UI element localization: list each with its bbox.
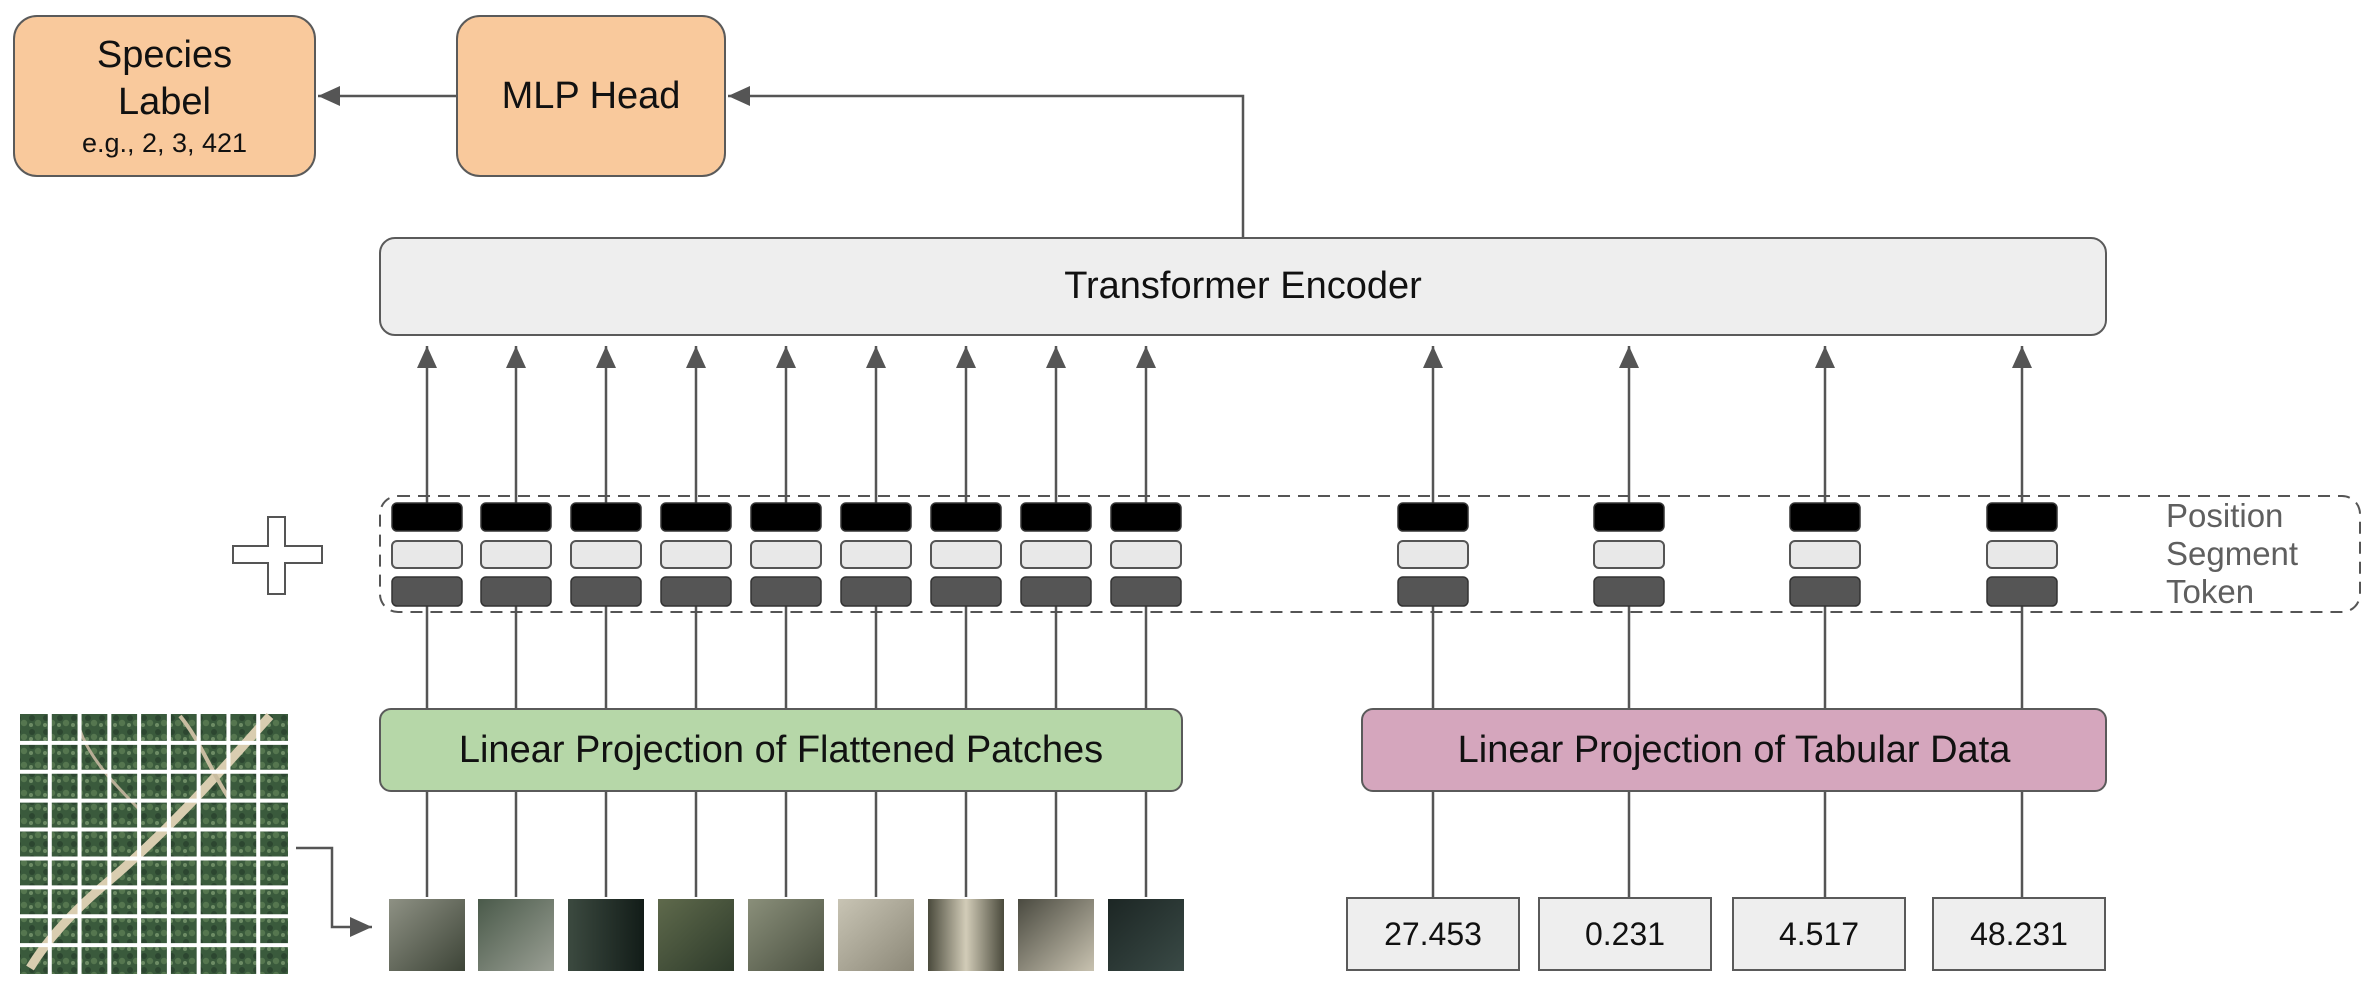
position-embedding bbox=[840, 502, 912, 532]
segment-embedding bbox=[1020, 540, 1092, 569]
tabular-projection-box: Linear Projection of Tabular Data bbox=[1361, 708, 2107, 792]
token-embedding bbox=[1110, 576, 1182, 607]
image-patch bbox=[1108, 899, 1184, 971]
token-embedding bbox=[1789, 576, 1861, 607]
mlp-head-box: MLP Head bbox=[456, 15, 726, 177]
token-embedding bbox=[570, 576, 642, 607]
position-embedding bbox=[480, 502, 552, 532]
tabular-value: 0.231 bbox=[1584, 915, 1666, 952]
image-to-patches-arrow bbox=[296, 846, 372, 937]
token-embedding bbox=[391, 576, 463, 607]
patch-projection-label: Linear Projection of Flattened Patches bbox=[458, 728, 1104, 771]
token-embedding bbox=[840, 576, 912, 607]
image-patch bbox=[928, 899, 1004, 971]
legend-token: Token bbox=[2166, 573, 2255, 610]
mlp-head-label: MLP Head bbox=[501, 74, 681, 117]
position-embedding bbox=[391, 502, 463, 532]
segment-embedding bbox=[1593, 540, 1665, 569]
species-label-title-line2: Label bbox=[118, 81, 211, 124]
position-embedding bbox=[750, 502, 822, 532]
image-patch bbox=[568, 899, 644, 971]
segment-embedding bbox=[660, 540, 732, 569]
position-embedding bbox=[660, 502, 732, 532]
image-patch bbox=[748, 899, 824, 971]
transformer-encoder-label: Transformer Encoder bbox=[1064, 265, 1422, 307]
tabular-value-box: 4.517 bbox=[1732, 897, 1906, 971]
satellite-image bbox=[20, 712, 288, 974]
position-embedding bbox=[570, 502, 642, 532]
segment-embedding bbox=[1110, 540, 1182, 569]
image-patch bbox=[1018, 899, 1094, 971]
token-embedding bbox=[750, 576, 822, 607]
species-label-example: e.g., 2, 3, 421 bbox=[81, 127, 248, 158]
token-embedding bbox=[1593, 576, 1665, 607]
tabular-projection-label: Linear Projection of Tabular Data bbox=[1457, 728, 2011, 771]
image-patch bbox=[838, 899, 914, 971]
position-embedding bbox=[930, 502, 1002, 532]
embedding-group-outline bbox=[379, 495, 2361, 613]
image-patch bbox=[389, 899, 465, 971]
image-patch bbox=[658, 899, 734, 971]
segment-embedding bbox=[1789, 540, 1861, 569]
token-embedding bbox=[1397, 576, 1469, 607]
tabular-value: 48.231 bbox=[1970, 915, 2068, 952]
segment-embedding bbox=[570, 540, 642, 569]
legend-position: Position bbox=[2166, 497, 2284, 534]
segment-embedding bbox=[391, 540, 463, 569]
segment-embedding bbox=[480, 540, 552, 569]
position-embedding bbox=[1397, 502, 1469, 532]
plus-icon bbox=[232, 516, 323, 595]
segment-embedding bbox=[840, 540, 912, 569]
species-label-title-line1: Species bbox=[96, 33, 233, 76]
tabular-value-box: 0.231 bbox=[1538, 897, 1712, 971]
segment-embedding bbox=[1986, 540, 2058, 569]
species-label-box: Species Label e.g., 2, 3, 421 bbox=[13, 15, 316, 177]
token-embedding bbox=[930, 576, 1002, 607]
tabular-value: 27.453 bbox=[1384, 915, 1482, 952]
token-embedding bbox=[480, 576, 552, 607]
token-embedding bbox=[660, 576, 732, 607]
image-patch bbox=[478, 899, 554, 971]
position-embedding bbox=[1986, 502, 2058, 532]
legend-segment: Segment bbox=[2166, 535, 2299, 572]
position-embedding bbox=[1110, 502, 1182, 532]
tabular-value-box: 27.453 bbox=[1346, 897, 1520, 971]
segment-embedding bbox=[750, 540, 822, 569]
token-embedding bbox=[1020, 576, 1092, 607]
transformer-encoder-box: Transformer Encoder bbox=[379, 237, 2107, 336]
patch-projection-box: Linear Projection of Flattened Patches bbox=[379, 708, 1183, 792]
tabular-value: 4.517 bbox=[1778, 915, 1860, 952]
segment-embedding bbox=[930, 540, 1002, 569]
position-embedding bbox=[1593, 502, 1665, 532]
position-embedding bbox=[1789, 502, 1861, 532]
encoder-to-mlp-arrow bbox=[728, 86, 1245, 237]
segment-embedding bbox=[1397, 540, 1469, 569]
tabular-value-box: 48.231 bbox=[1932, 897, 2106, 971]
token-embedding bbox=[1986, 576, 2058, 607]
position-embedding bbox=[1020, 502, 1092, 532]
